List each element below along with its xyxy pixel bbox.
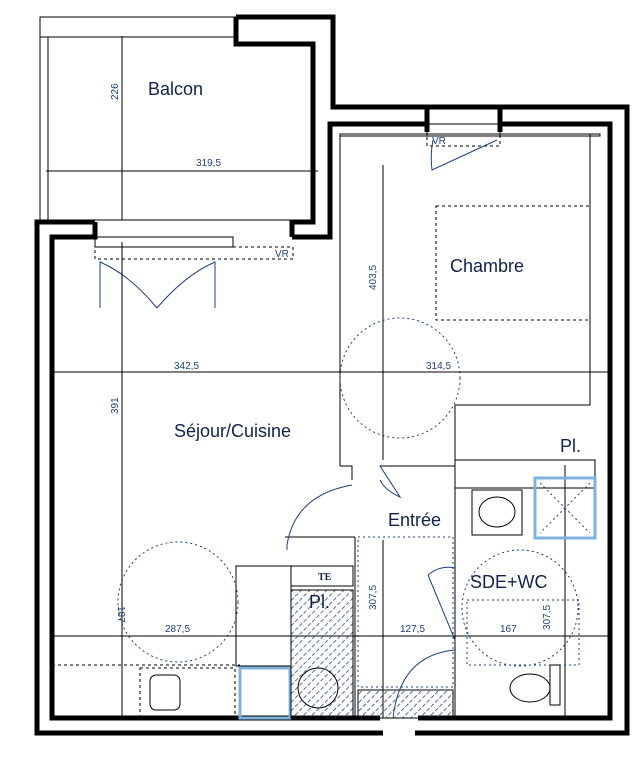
entry-mat bbox=[357, 689, 454, 719]
dim-balcon-height: 226 bbox=[110, 83, 121, 100]
window-sejour bbox=[94, 236, 294, 309]
room-label-entree: Entrée bbox=[388, 510, 441, 530]
bed bbox=[435, 205, 591, 321]
window-chambre bbox=[426, 123, 501, 171]
vr-sejour-label: VR bbox=[275, 249, 289, 260]
dim-sejour-height: 391 bbox=[110, 397, 121, 414]
turning-circle-sejour bbox=[117, 541, 239, 663]
closet-entree bbox=[290, 589, 354, 719]
room-label-sejour: Séjour/Cuisine bbox=[174, 421, 291, 441]
turning-circle-chambre bbox=[339, 317, 461, 439]
placard-chambre-label: Pl. bbox=[560, 436, 581, 456]
bathroom-fixtures bbox=[466, 476, 597, 706]
room-label-balcon: Balcon bbox=[148, 79, 203, 99]
door-sde[interactable] bbox=[427, 566, 456, 641]
dim-sde-height: 307,5 bbox=[542, 605, 553, 630]
door-entrance[interactable] bbox=[392, 649, 456, 719]
dim-sejour-width: 342,5 bbox=[174, 361, 199, 372]
te-label: TE bbox=[318, 572, 332, 583]
room-label-sde: SDE+WC bbox=[470, 572, 548, 592]
placard-entree-label: Pl. bbox=[309, 592, 330, 612]
dim-sde-width: 167 bbox=[500, 624, 517, 635]
door-sejour[interactable] bbox=[286, 484, 353, 550]
dim-chambre-height: 403,5 bbox=[368, 265, 379, 290]
dim-balcon-width: 319,5 bbox=[196, 158, 221, 169]
dim-entree-width: 127,5 bbox=[400, 624, 425, 635]
dim-chambre-width: 314,5 bbox=[426, 361, 451, 372]
door-chambre[interactable] bbox=[379, 465, 402, 499]
turning-circle-sde bbox=[461, 549, 579, 667]
dimension-lines bbox=[52, 165, 610, 718]
vr-chambre-label: VR bbox=[432, 136, 446, 147]
dim-entree-height: 307,5 bbox=[368, 585, 379, 610]
dim-sejour-lower-height: 187 bbox=[115, 606, 126, 623]
dim-sejour-lower-width: 287,5 bbox=[165, 624, 190, 635]
room-label-chambre: Chambre bbox=[450, 256, 524, 276]
